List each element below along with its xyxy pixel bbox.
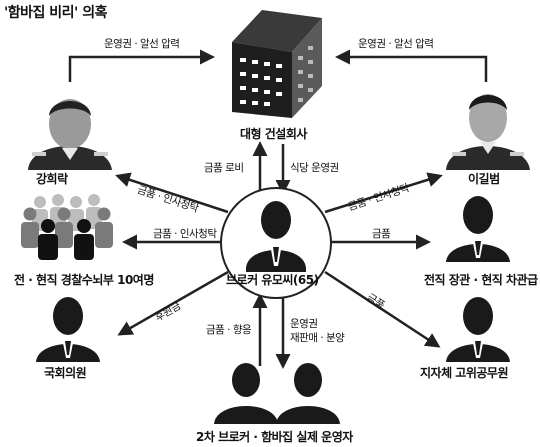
local-official-figure bbox=[446, 297, 510, 362]
label-lee: 이길범 bbox=[468, 172, 500, 186]
ministers-figure bbox=[446, 196, 510, 262]
edge-label-to-second-2: 재판매 · 분양 bbox=[290, 332, 345, 344]
pressure-arrows bbox=[68, 49, 488, 82]
page-title: '함바집 비리' 의혹 bbox=[4, 5, 107, 21]
label-broker: 브로커 유모씨(65) bbox=[226, 273, 319, 287]
lee-photo bbox=[446, 94, 530, 170]
label-local: 지자체 고위공무원 bbox=[420, 366, 509, 380]
label-ministers: 전직 장관 · 현직 차관급 bbox=[424, 273, 538, 287]
label-assembly: 국회의원 bbox=[44, 366, 87, 380]
broker-arrows bbox=[115, 141, 443, 369]
label-kang: 강희락 bbox=[36, 172, 68, 186]
assembly-figure bbox=[36, 297, 100, 362]
edge-label-to-police: 금품 · 인사청탁 bbox=[153, 228, 217, 240]
building-icon bbox=[232, 10, 322, 118]
edge-label-lobby: 금품 로비 bbox=[204, 162, 244, 174]
edge-label-pressure-right: 운영권 · 알선 압력 bbox=[358, 38, 434, 50]
edge-label-to-broker-up: 금품 · 향응 bbox=[206, 324, 252, 336]
broker-figure bbox=[220, 187, 332, 299]
kang-photo bbox=[28, 99, 112, 170]
police-group-icon bbox=[21, 194, 113, 260]
edge-label-pressure-left: 운영권 · 알선 압력 bbox=[104, 38, 180, 50]
edge-label-cafeteria: 식당 운영권 bbox=[290, 162, 339, 174]
label-building: 대형 건설회사 bbox=[240, 127, 307, 141]
label-second-broker: 2차 브로커 · 함바집 실제 운영자 bbox=[196, 430, 353, 444]
edge-label-to-ministers: 금품 bbox=[372, 228, 391, 240]
edge-label-to-second-1: 운영권 bbox=[290, 318, 318, 330]
second-broker-figures bbox=[214, 363, 340, 424]
label-police: 전 · 현직 경찰수뇌부 10여명 bbox=[14, 273, 154, 287]
